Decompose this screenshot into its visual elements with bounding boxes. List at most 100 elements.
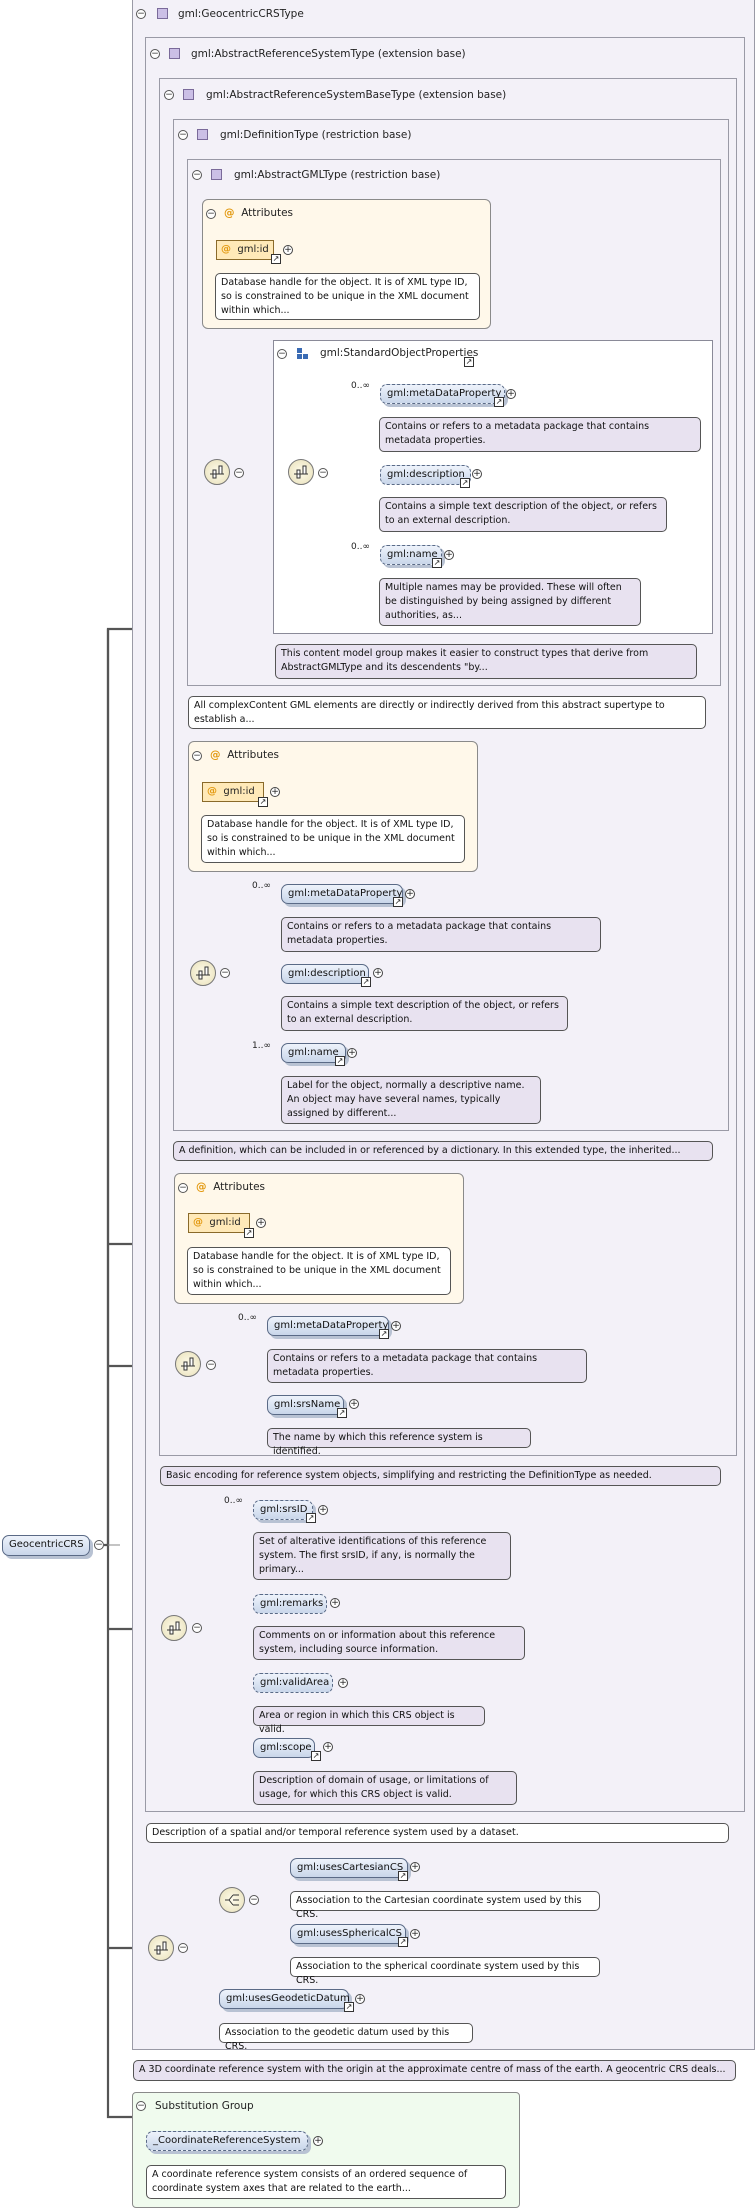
gml-id-doc: Database handle for the object. It is of… (215, 273, 480, 320)
expand-plus-icon[interactable]: + (347, 1048, 357, 1058)
element-gml-description[interactable]: gml:description (281, 964, 369, 984)
element-coordinate-reference-system[interactable]: _CoordinateReferenceSystem (146, 2131, 308, 2151)
collapse-toggle[interactable]: − (94, 1540, 104, 1550)
link-icon[interactable]: ↗ (393, 897, 403, 907)
element-doc: The name by which this reference system … (267, 1428, 531, 1457)
link-icon[interactable]: ↗ (306, 1513, 316, 1523)
gml-id-attribute[interactable]: @ gml:id (216, 240, 274, 260)
element-gml-scope[interactable]: gml:scope (253, 1738, 315, 1758)
root-element-geocentriccrs[interactable]: GeocentricCRS (2, 1535, 90, 1556)
collapse-toggle[interactable]: − (277, 349, 287, 359)
expand-plus-icon[interactable]: + (405, 889, 415, 899)
element-gml-validarea[interactable]: gml:validArea (253, 1673, 333, 1693)
collapse-toggle[interactable]: − (192, 1623, 202, 1633)
expand-plus-icon[interactable]: + (313, 2136, 323, 2146)
link-icon[interactable]: ↗ (335, 1056, 345, 1066)
element-gml-usesgeodeticdatum[interactable]: gml:usesGeodeticDatum (219, 1989, 350, 2009)
link-icon[interactable]: ↗ (361, 977, 371, 987)
expand-plus-icon[interactable]: + (318, 1505, 328, 1515)
element-gml-name[interactable]: gml:name (380, 545, 442, 565)
attributes-label: Attributes (241, 207, 294, 219)
element-gml-usessphericalcs[interactable]: gml:usesSphericalCS (290, 1924, 406, 1944)
expand-plus-icon[interactable]: + (391, 1321, 401, 1331)
collapse-toggle[interactable]: − (178, 1183, 188, 1193)
attributes-title: @ Attributes (210, 749, 279, 761)
element-gml-metadataproperty[interactable]: gml:metaDataProperty (281, 884, 403, 904)
expand-plus-icon[interactable]: + (355, 1994, 365, 2004)
gml-id-label: gml:id (209, 1217, 241, 1228)
expand-plus-icon[interactable]: + (270, 787, 280, 797)
link-icon[interactable]: ↗ (432, 558, 442, 568)
sequence-compositor-icon[interactable] (190, 960, 216, 986)
gml-id-attribute[interactable]: @ gml:id (188, 1213, 250, 1233)
collapse-toggle[interactable]: − (136, 2101, 146, 2111)
complex-type-icon (211, 169, 222, 180)
link-icon[interactable]: ↗ (271, 254, 281, 264)
sequence-compositor-icon[interactable] (175, 1351, 201, 1377)
collapse-toggle[interactable]: − (234, 468, 244, 478)
link-icon[interactable]: ↗ (337, 1408, 347, 1418)
expand-plus-icon[interactable]: + (410, 1929, 420, 1939)
collapse-toggle[interactable]: − (178, 1943, 188, 1953)
sequence-compositor-icon[interactable] (148, 1935, 174, 1961)
link-icon[interactable]: ↗ (258, 797, 268, 807)
link-icon[interactable]: ↗ (460, 478, 470, 488)
expand-plus-icon[interactable]: + (506, 389, 516, 399)
expand-plus-icon[interactable]: + (338, 1678, 348, 1688)
element-gml-metadataproperty[interactable]: gml:metaDataProperty (380, 384, 505, 404)
sequence-compositor-icon[interactable] (161, 1615, 187, 1641)
complex-type-icon (157, 8, 168, 19)
link-icon[interactable]: ↗ (464, 357, 474, 367)
sequence-compositor-icon[interactable] (288, 459, 314, 485)
collapse-toggle[interactable]: − (192, 170, 202, 180)
collapse-toggle[interactable]: − (249, 1895, 259, 1905)
element-doc: Contains or refers to a metadata package… (281, 917, 601, 952)
expand-plus-icon[interactable]: + (256, 1218, 266, 1228)
element-gml-name[interactable]: gml:name (281, 1043, 346, 1063)
expand-plus-icon[interactable]: + (283, 245, 293, 255)
gml-id-attribute[interactable]: @ gml:id (202, 782, 264, 802)
collapse-toggle[interactable]: − (164, 90, 174, 100)
collapse-toggle[interactable]: − (150, 49, 160, 59)
expand-plus-icon[interactable]: + (472, 469, 482, 479)
expand-plus-icon[interactable]: + (330, 1598, 340, 1608)
collapse-toggle[interactable]: − (206, 209, 216, 219)
link-icon[interactable]: ↗ (398, 1937, 408, 1947)
link-icon[interactable]: ↗ (398, 1871, 408, 1881)
element-doc: Contains or refers to a metadata package… (267, 1349, 587, 1383)
sequence-compositor-icon[interactable] (204, 459, 230, 485)
collapse-toggle[interactable]: − (220, 968, 230, 978)
expand-plus-icon[interactable]: + (323, 1742, 333, 1752)
expand-plus-icon[interactable]: + (444, 550, 454, 560)
element-gml-usescartesiancs[interactable]: gml:usesCartesianCS (290, 1858, 408, 1878)
link-icon[interactable]: ↗ (311, 1751, 321, 1761)
expand-plus-icon[interactable]: + (349, 1399, 359, 1409)
attributes-label: Attributes (227, 749, 280, 761)
collapse-toggle[interactable]: − (206, 1360, 216, 1370)
complex-type-icon (197, 129, 208, 140)
link-icon[interactable]: ↗ (344, 2002, 354, 2012)
element-doc: Area or region in which this CRS object … (253, 1706, 485, 1735)
substitution-doc: A coordinate reference system consists o… (146, 2165, 506, 2199)
collapse-toggle[interactable]: − (318, 468, 328, 478)
expand-plus-icon[interactable]: + (410, 1862, 420, 1872)
complex-type-icon (183, 89, 194, 100)
abstract-rs-type-doc: Description of a spatial and/or temporal… (146, 1823, 729, 1843)
collapse-toggle[interactable]: − (178, 130, 188, 140)
abstract-gml-type-label: gml:AbstractGMLType (restriction base) (234, 169, 441, 181)
collapse-toggle[interactable]: − (136, 9, 146, 19)
element-gml-srsid[interactable]: gml:srsID (253, 1500, 313, 1520)
link-icon[interactable]: ↗ (379, 1329, 389, 1339)
choice-compositor-icon[interactable] (219, 1887, 245, 1913)
element-doc: Comments on or information about this re… (253, 1626, 525, 1660)
expand-plus-icon[interactable]: + (373, 968, 383, 978)
element-gml-remarks[interactable]: gml:remarks (253, 1594, 327, 1614)
element-gml-description[interactable]: gml:description (380, 465, 471, 485)
link-icon[interactable]: ↗ (244, 1228, 254, 1238)
cardinality-label: 0..∞ (224, 1496, 243, 1506)
element-doc: Contains a simple text description of th… (379, 497, 667, 532)
collapse-toggle[interactable]: − (192, 751, 202, 761)
element-gml-srsname[interactable]: gml:srsName (267, 1395, 344, 1415)
element-gml-metadataproperty[interactable]: gml:metaDataProperty (267, 1316, 389, 1336)
link-icon[interactable]: ↗ (494, 397, 504, 407)
